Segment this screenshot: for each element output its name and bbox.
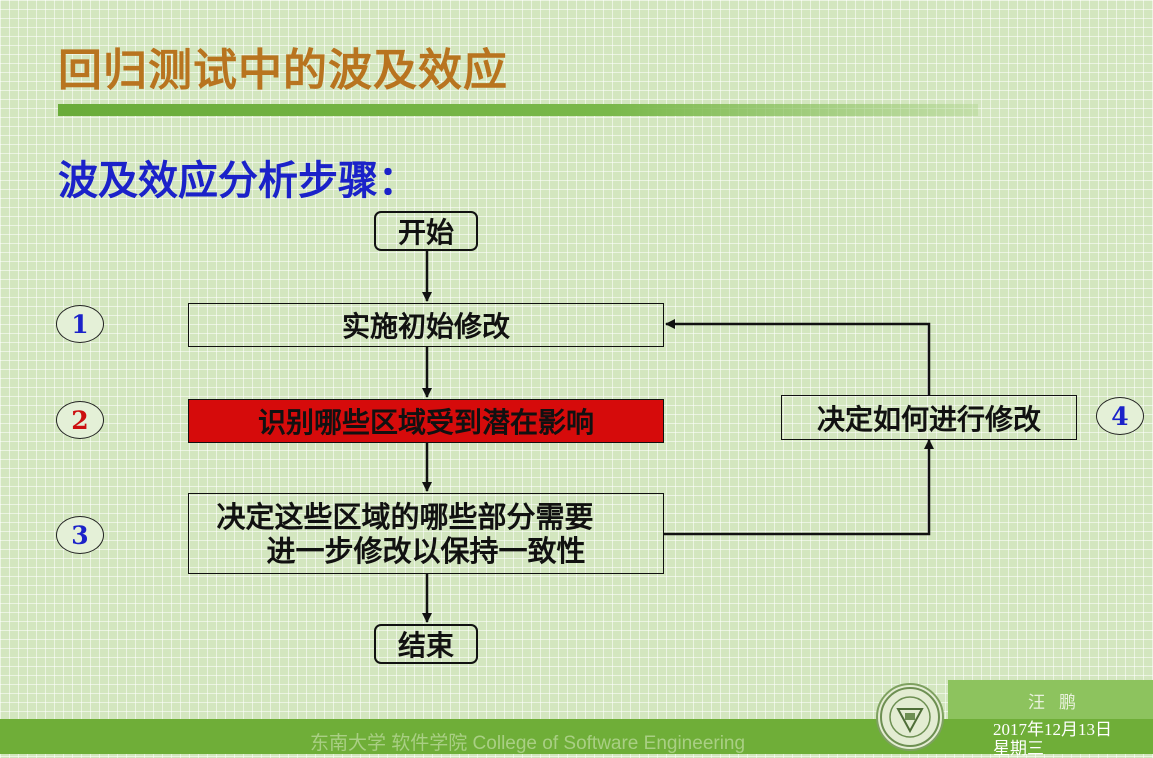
arrow-step4-to-step1 [665, 319, 931, 395]
author-name: 汪鹏 [1028, 693, 1090, 713]
section-heading: 波及效应分析步骤： [58, 158, 418, 204]
weekday-text: 星期三 [993, 739, 1044, 758]
step-badge-2: 2 [56, 401, 104, 439]
flow-step3-box: 决定这些区域的哪些部分需要 进一步修改以保持一致性 [188, 493, 664, 574]
flow-step4-box: 决定如何进行修改 [781, 395, 1077, 440]
flow-step3-line2: 进一步修改以保持一致性 [266, 533, 586, 568]
step-badge-3: 3 [56, 516, 104, 554]
flow-step1-box: 实施初始修改 [188, 303, 664, 347]
slide-title: 回归测试中的波及效应 [58, 45, 508, 96]
flow-end-box: 结束 [374, 624, 478, 664]
footer-bar [0, 719, 1153, 754]
university-logo-icon [876, 683, 944, 751]
title-underline [58, 104, 978, 116]
step-badge-4: 4 [1096, 397, 1144, 435]
flow-step3-line1: 决定这些区域的哪些部分需要 [216, 499, 594, 534]
flow-start-box: 开始 [374, 211, 478, 251]
slide-date: 2017年12月13日 星期三 [993, 720, 1112, 758]
author-band [948, 680, 1153, 719]
flow-step2-box: 识别哪些区域受到潜在影响 [188, 399, 664, 443]
footer-school: 东南大学 软件学院 College of Software Engineerin… [310, 733, 746, 754]
step-badge-1: 1 [56, 305, 104, 343]
arrow-step3-to-step4 [664, 439, 934, 536]
date-text: 2017年12月13日 [993, 720, 1112, 739]
